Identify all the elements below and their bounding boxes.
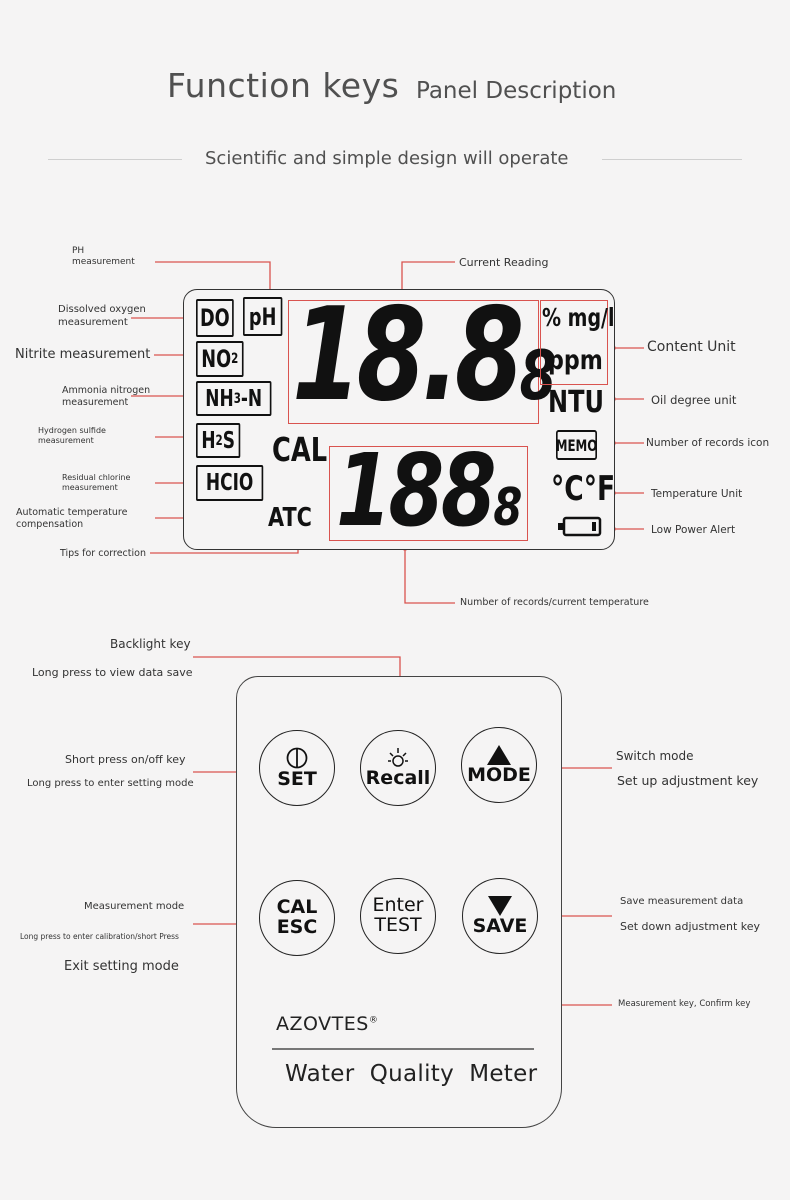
unit-frame xyxy=(540,300,608,385)
recall-key-label: Recall xyxy=(365,767,431,790)
oil-unit-annotation: Oil degree unit xyxy=(651,393,737,407)
sub-reading-decimal: 8 xyxy=(493,478,522,538)
do-annotation: Dissolved oxygen measurement xyxy=(58,304,146,328)
h2s-annotation: Hydrogen sulfide measurement xyxy=(38,426,106,445)
device-name: Water Quality Meter xyxy=(285,1061,538,1087)
setup-adjustment-annotation: Set up adjustment key xyxy=(617,773,759,788)
main-reading-value: 18.8 xyxy=(292,281,524,430)
unit-top: % mg/l xyxy=(542,303,615,332)
section-title: Panel Description xyxy=(416,78,617,104)
enter-test-key[interactable]: Enter TEST xyxy=(360,878,436,954)
unit-ppm: ppm xyxy=(548,345,603,376)
save-data-annotation: Save measurement data xyxy=(620,896,744,907)
ph-annotation: PH measurement xyxy=(72,246,135,268)
low-power-annotation: Low Power Alert xyxy=(651,524,736,536)
h2s-s: S xyxy=(222,427,235,454)
atc-indicator: ATC xyxy=(268,503,312,533)
set-key[interactable]: SET xyxy=(259,730,335,806)
records-icon-annotation: Number of records icon xyxy=(646,437,770,449)
divider-left xyxy=(48,159,182,160)
device-divider xyxy=(272,1048,534,1050)
down-arrow-icon xyxy=(488,896,512,917)
records-temp-annotation: Number of records/current temperature xyxy=(460,597,649,608)
h2s-subscript: 2 xyxy=(215,432,223,449)
main-reading: 18.88 xyxy=(292,292,557,420)
ammonia-annotation: Ammonia nitrogen measurement xyxy=(62,385,151,408)
hclo-label: HCIO xyxy=(205,470,254,496)
sub-reading-frame xyxy=(329,446,528,541)
main-reading-decimal: 8 xyxy=(519,337,557,416)
do-label: DO xyxy=(199,304,230,332)
save-key-label: SAVE xyxy=(472,915,528,938)
brand-text: AZOVTES xyxy=(276,1013,369,1035)
battery-icon xyxy=(558,516,602,537)
test-key-label: TEST xyxy=(374,914,422,936)
long-cal-annotation: Long press to enter calibration/short Pr… xyxy=(20,932,179,941)
ntu-indicator: NTU xyxy=(548,385,604,420)
nh3-label: NH xyxy=(205,385,234,412)
sub-reading-value: 188 xyxy=(336,432,497,549)
esc-key-label: ESC xyxy=(276,916,318,938)
set-key-label: SET xyxy=(277,768,317,791)
no2-label: NO xyxy=(201,345,232,373)
hclo-indicator: HCIO xyxy=(196,465,264,501)
cal-esc-key[interactable]: CAL ESC xyxy=(259,880,335,956)
ph-label: pH xyxy=(248,302,277,331)
temp-unit-annotation: Temperature Unit xyxy=(651,488,743,500)
down-adjustment-annotation: Set down adjustment key xyxy=(620,920,761,933)
exit-setting-annotation: Exit setting mode xyxy=(64,959,179,974)
fahrenheit-label: °F xyxy=(583,469,616,509)
chlorine-annotation: Residual chlorine measurement xyxy=(62,473,131,492)
short-onoff-annotation: Short press on/off key xyxy=(65,753,186,766)
divider-right xyxy=(602,159,742,160)
cal-indicator: CAL xyxy=(272,430,328,469)
no2-subscript: 2 xyxy=(231,351,239,367)
ph-indicator: pH xyxy=(243,297,283,336)
memo-label: MEMO xyxy=(555,435,598,455)
registered-mark: ® xyxy=(368,1015,379,1026)
memo-indicator: MEMO xyxy=(556,430,597,460)
long-view-annotation: Long press to view data save xyxy=(32,666,193,679)
cal-key-label: CAL xyxy=(276,896,318,919)
tagline: Scientific and simple design will operat… xyxy=(205,148,569,169)
measurement-mode-annotation: Measurement mode xyxy=(84,901,185,912)
backlight-annotation: Backlight key xyxy=(110,637,191,651)
celsius-label: °C xyxy=(551,469,584,509)
content-unit-annotation: Content Unit xyxy=(647,339,736,355)
nh3-tail: -N xyxy=(240,385,263,412)
recall-key[interactable]: Recall xyxy=(360,730,436,806)
mode-key[interactable]: MODE xyxy=(461,727,537,803)
do-indicator: DO xyxy=(196,299,234,337)
mode-key-label: MODE xyxy=(467,764,531,787)
switch-mode-annotation: Switch mode xyxy=(616,749,694,763)
brand-name: AZOVTES® xyxy=(276,1013,378,1035)
long-setting-annotation: Long press to enter setting mode xyxy=(27,778,194,789)
current-reading-annotation: Current Reading xyxy=(459,256,549,269)
sub-reading: 1888 xyxy=(336,441,522,541)
main-reading-frame xyxy=(288,300,539,424)
enter-key-label: Enter xyxy=(372,894,424,917)
temp-unit-indicator: °C°F xyxy=(551,469,615,509)
save-key[interactable]: SAVE xyxy=(462,878,538,954)
atc-annotation: Automatic temperature compensation xyxy=(16,507,128,530)
h2s-h: H xyxy=(201,427,216,454)
power-icon xyxy=(286,747,308,769)
page-title: Function keys xyxy=(167,66,400,105)
backlight-icon xyxy=(388,748,408,767)
measurement-key-annotation: Measurement key, Confirm key xyxy=(618,999,751,1009)
nitrite-annotation: Nitrite measurement xyxy=(15,347,151,362)
nh3-subscript: 3 xyxy=(233,390,241,407)
cal-tip-annotation: Tips for correction xyxy=(60,548,146,559)
up-arrow-icon xyxy=(487,745,511,766)
lcd-panel xyxy=(183,289,615,550)
